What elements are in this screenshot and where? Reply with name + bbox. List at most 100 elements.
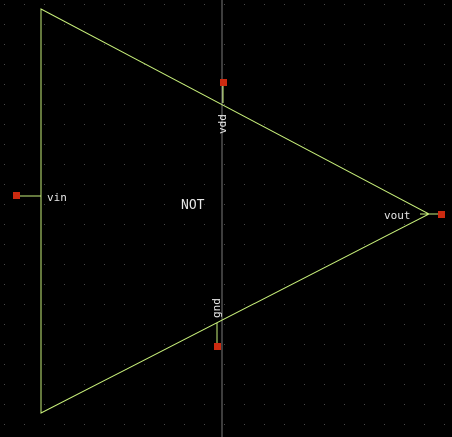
grid-dot (144, 384, 145, 385)
grid-dot (64, 104, 65, 105)
grid-dot (144, 104, 145, 105)
grid-dot (424, 4, 425, 5)
grid-dot (184, 304, 185, 305)
grid-dot (264, 204, 265, 205)
grid-dot (384, 224, 385, 225)
grid-dot (44, 64, 45, 65)
grid-dot (104, 144, 105, 145)
grid-dot (344, 144, 345, 145)
grid-dot (104, 204, 105, 205)
grid-dot (344, 164, 345, 165)
grid-dot (264, 424, 265, 425)
grid-dot (164, 344, 165, 345)
grid-dot (284, 364, 285, 365)
grid-dot (224, 184, 225, 185)
grid-dot (104, 104, 105, 105)
grid-dot (4, 144, 5, 145)
grid-dot (4, 204, 5, 205)
grid-dot (244, 424, 245, 425)
grid-dot (324, 284, 325, 285)
gnd-pin-marker[interactable] (214, 343, 221, 350)
grid-dot (24, 84, 25, 85)
grid-dot (444, 284, 445, 285)
grid-dot (384, 4, 385, 5)
grid-dot (304, 124, 305, 125)
grid-dot (104, 84, 105, 85)
grid-dot (384, 324, 385, 325)
grid-dot (364, 404, 365, 405)
vin-pin-label: vin (47, 191, 67, 204)
grid-dot (4, 124, 5, 125)
grid-dot (204, 164, 205, 165)
grid-dot (144, 144, 145, 145)
grid-dot (164, 44, 165, 45)
grid-dot (424, 144, 425, 145)
grid-dot (184, 384, 185, 385)
grid-dot (424, 224, 425, 225)
grid-dot (384, 264, 385, 265)
grid-dot (144, 164, 145, 165)
grid-dot (204, 424, 205, 425)
grid-dot (344, 404, 345, 405)
grid-dot (4, 344, 5, 345)
grid-dot (324, 404, 325, 405)
grid-dot (364, 364, 365, 365)
grid-dot (364, 284, 365, 285)
grid-dot (284, 124, 285, 125)
grid-dot (124, 64, 125, 65)
grid-dot (204, 4, 205, 5)
grid-dot (4, 324, 5, 325)
grid-dot (64, 84, 65, 85)
grid-dot (164, 144, 165, 145)
grid-dot (424, 304, 425, 305)
grid-dot (264, 64, 265, 65)
grid-dot (384, 64, 385, 65)
grid-dot (384, 104, 385, 105)
grid-dot (64, 164, 65, 165)
grid-dot (44, 164, 45, 165)
grid-dot (84, 64, 85, 65)
grid-dot (204, 384, 205, 385)
grid-dot (344, 384, 345, 385)
grid-dot (364, 304, 365, 305)
grid-dot (344, 284, 345, 285)
grid-dot (24, 164, 25, 165)
grid-dot (264, 404, 265, 405)
grid-dot (324, 44, 325, 45)
grid-dot (224, 264, 225, 265)
vout-pin-marker[interactable] (438, 211, 445, 218)
grid-dot (144, 424, 145, 425)
grid-dot (164, 104, 165, 105)
grid-dot (144, 364, 145, 365)
grid-dot (404, 284, 405, 285)
grid-dot (304, 84, 305, 85)
grid-dot (124, 4, 125, 5)
grid-dot (244, 244, 245, 245)
grid-dot (204, 264, 205, 265)
grid-dot (224, 124, 225, 125)
grid-dot (264, 324, 265, 325)
grid-dot (424, 404, 425, 405)
grid-dot (244, 84, 245, 85)
grid-dot (444, 84, 445, 85)
vin-pin-marker[interactable] (13, 192, 20, 199)
grid-dot (244, 304, 245, 305)
grid-dot (444, 184, 445, 185)
grid-dot (124, 144, 125, 145)
grid-dot (64, 144, 65, 145)
grid-dot (4, 104, 5, 105)
grid-dot (104, 244, 105, 245)
grid-dot (24, 104, 25, 105)
vdd-pin-marker[interactable] (220, 79, 227, 86)
grid-dot (164, 224, 165, 225)
grid-dot (224, 244, 225, 245)
grid-dot (244, 24, 245, 25)
grid-dot (44, 384, 45, 385)
grid-dot (444, 104, 445, 105)
grid-dot (24, 404, 25, 405)
grid-dot (344, 44, 345, 45)
grid-dot (404, 144, 405, 145)
grid-dot (424, 104, 425, 105)
